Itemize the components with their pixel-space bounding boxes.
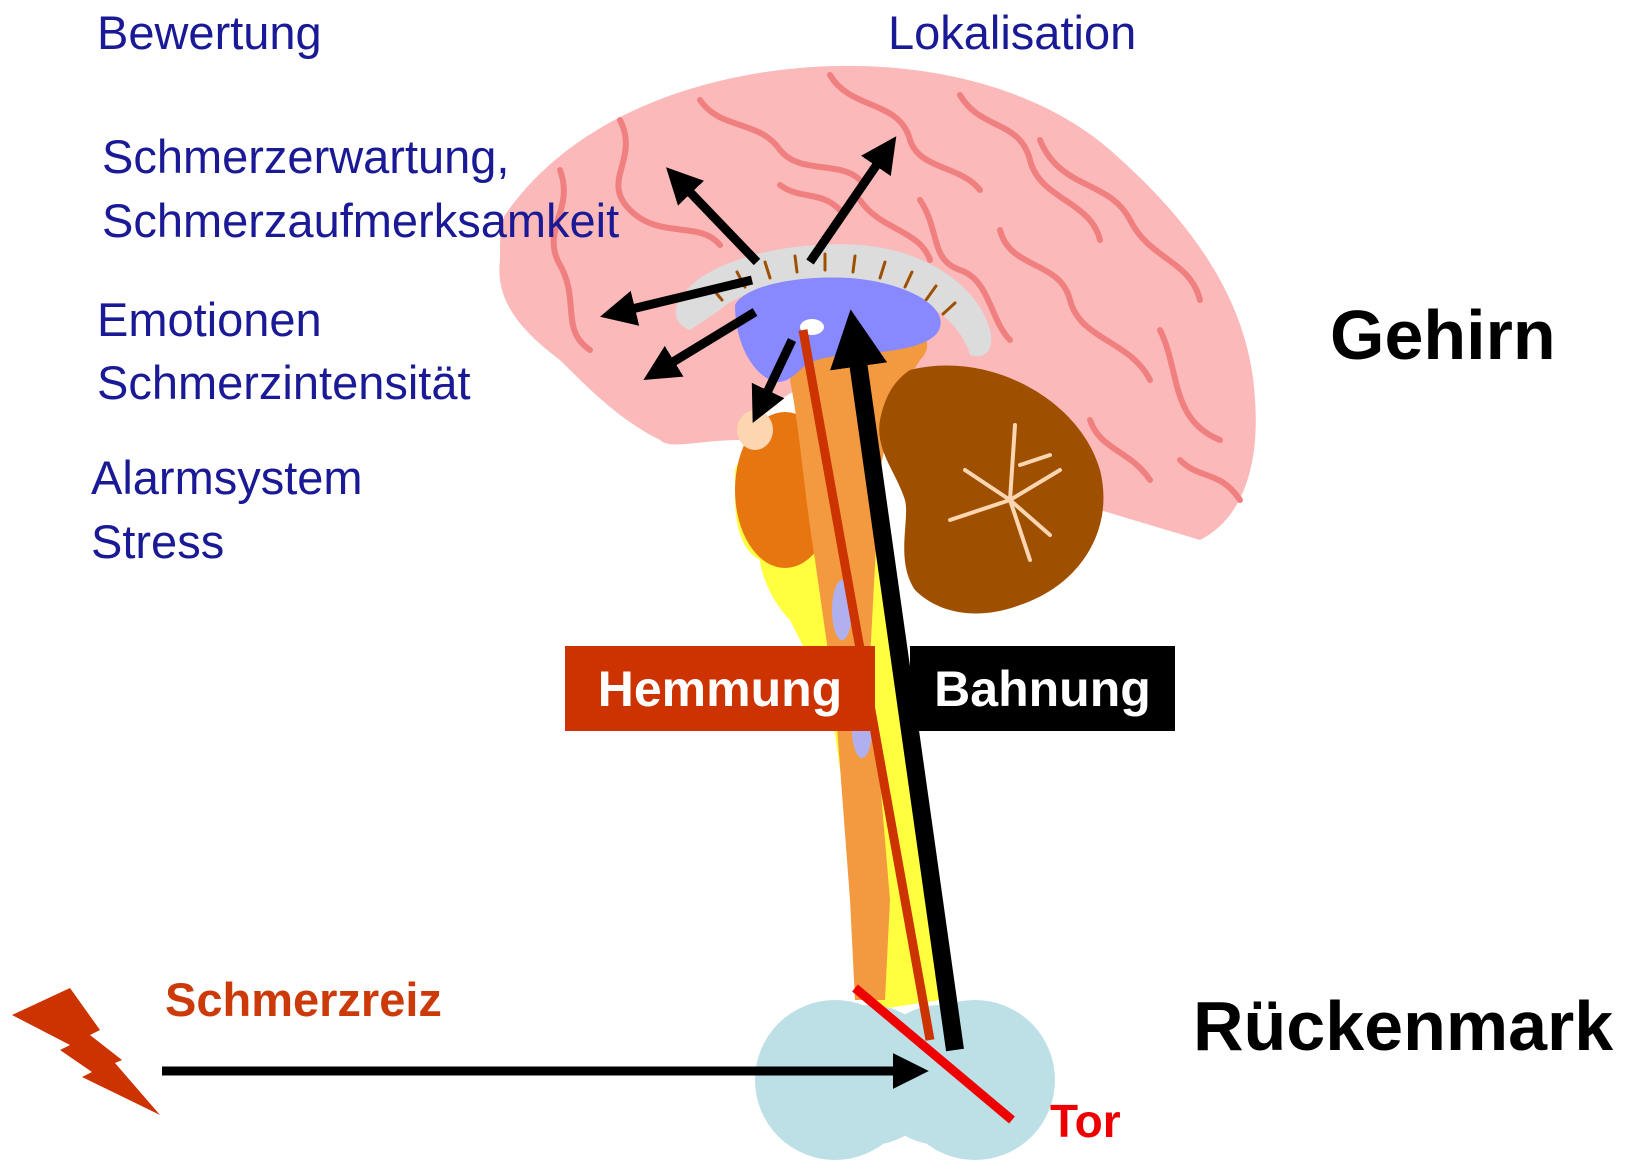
schmerzerwartung-label: Schmerzerwartung, — [102, 130, 510, 184]
schmerzaufmerksamkeit-label: Schmerzaufmerksamkeit — [102, 194, 619, 248]
bahnung-label: Bahnung — [910, 646, 1175, 731]
hippocampus — [737, 410, 773, 450]
schmerzreiz-label: Schmerzreiz — [165, 973, 442, 1027]
hemmung-label: Hemmung — [565, 646, 875, 731]
gehirn-label: Gehirn — [1330, 295, 1556, 376]
emotionen-label: Emotionen — [97, 293, 322, 347]
tor-label: Tor — [1050, 1095, 1121, 1148]
bewertung-label: Bewertung — [97, 6, 322, 60]
schmerzintensitaet-label: Schmerzintensität — [97, 356, 471, 410]
spinal-cord-section — [755, 1000, 1055, 1160]
rueckenmark-label: Rückenmark — [1193, 986, 1613, 1067]
stress-label: Stress — [91, 515, 224, 569]
lightning-bolt-icon — [12, 988, 160, 1115]
lokalisation-label: Lokalisation — [888, 6, 1136, 60]
alarmsystem-label: Alarmsystem — [91, 451, 363, 505]
